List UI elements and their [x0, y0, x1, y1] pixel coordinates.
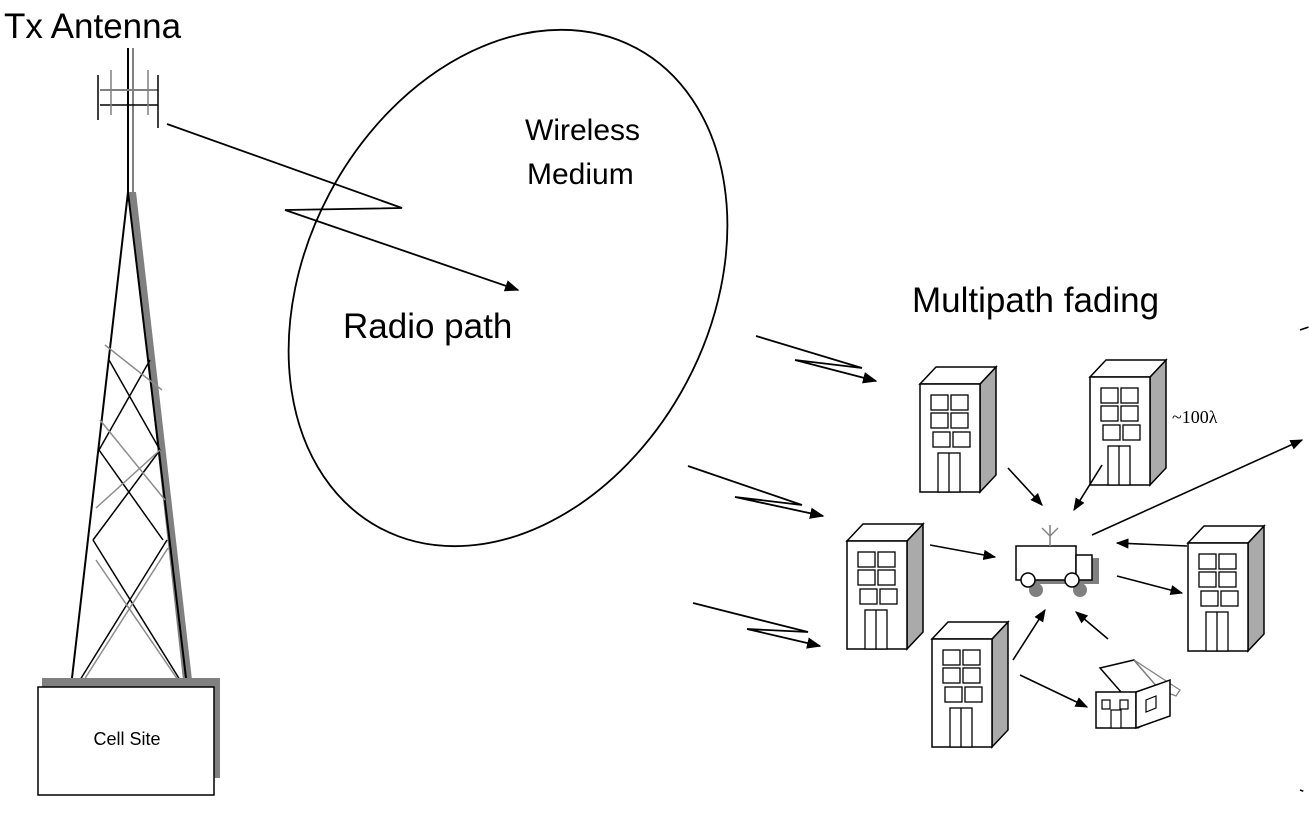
incoming-wave-arrow	[692, 602, 822, 649]
multipath-label: Multipath fading	[912, 281, 1159, 320]
radio-path-arrow	[166, 123, 520, 292]
building-icon	[1187, 525, 1265, 652]
distance-label: ~100λ	[1172, 407, 1218, 427]
incoming-wave-arrow	[687, 465, 825, 519]
multipath-arrows	[929, 439, 1304, 708]
cell-site-label: Cell Site	[93, 729, 160, 749]
medium-label: Medium	[527, 158, 634, 191]
multipath-region-circle	[1299, 326, 1309, 794]
wireless-label: Wireless	[525, 114, 640, 147]
transmission-tower-icon	[42, 48, 220, 778]
wireless-medium-ellipse	[287, 28, 729, 548]
tx-antenna-label: Tx Antenna	[4, 7, 182, 46]
incoming-wave-arrow	[755, 335, 878, 384]
house-icon	[1095, 659, 1181, 730]
cell-site-box	[37, 686, 215, 796]
radio-path-label: Radio path	[343, 307, 512, 346]
building-icon	[919, 366, 997, 493]
building-icon	[931, 621, 1009, 748]
building-icon	[846, 523, 924, 650]
mobile-vehicle-icon	[1015, 525, 1099, 597]
